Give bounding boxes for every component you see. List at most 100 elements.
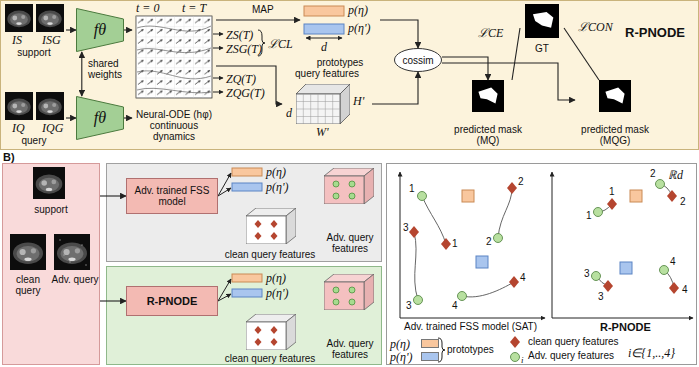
connector-arrow: [512, 28, 520, 80]
plot-axis: [552, 318, 693, 319]
trajectory: [414, 232, 418, 300]
output-arrow: [218, 188, 231, 196]
connector-arrow: [442, 63, 575, 100]
node-label: Neural-ODE (hφ) continuous dynamics: [132, 109, 216, 142]
label: ℒCL: [268, 35, 293, 52]
ode-grid: [136, 16, 212, 98]
ct-image: [59, 239, 61, 241]
label: ISG: [42, 33, 61, 48]
connector-arrow: [100, 195, 126, 196]
plot-axis: [400, 318, 545, 319]
callout-number: 4: [520, 272, 526, 283]
node-label: query features: [282, 68, 372, 79]
clean-feature-diamond: [441, 238, 451, 250]
label: ZQ(T): [226, 72, 256, 87]
edge-label: shared weights: [88, 58, 128, 80]
node-label: clean query features: [218, 353, 322, 364]
output-arrow: [218, 294, 231, 301]
prototype-square: [462, 190, 474, 202]
callout-number: 2: [486, 236, 492, 247]
output-arrow: [213, 48, 223, 49]
output-arrow: [213, 78, 223, 79]
connector-arrow: [124, 117, 132, 118]
legend-swatch: [421, 339, 439, 348]
label: t = T: [182, 1, 206, 16]
brace: [438, 338, 445, 362]
ct-image: [10, 167, 90, 270]
connector-arrow: [216, 19, 300, 20]
adv-feature-circle: [414, 296, 423, 305]
mask-image: [599, 80, 631, 112]
node-label: GT: [520, 43, 564, 54]
label: H': [353, 94, 364, 109]
prototype-bar: [232, 289, 262, 297]
prototype-square: [462, 190, 642, 274]
callout-number: 3: [403, 222, 409, 233]
connector-arrow: [81, 52, 82, 96]
ct-image: [69, 261, 71, 263]
connector-arrow: [216, 66, 282, 104]
legend-text: p(η'): [390, 350, 413, 365]
ode-grid: [137, 26, 211, 93]
encoder-trapezoid: fθ: [76, 8, 124, 52]
node-label: prototypes: [300, 57, 380, 68]
image-group: support: [2, 2, 66, 58]
label: B): [3, 151, 15, 163]
label: p(η): [266, 165, 286, 180]
prototype-bar: [304, 6, 344, 38]
encoder-trapezoid: [77, 9, 124, 52]
callout-number: 3: [584, 268, 590, 279]
node-label: predicted mask (MQG): [575, 124, 655, 146]
callout-number: 4: [682, 284, 688, 295]
feature-group: clean query features: [218, 206, 322, 260]
adv-feature-circle: [592, 272, 601, 281]
panel-b-ground: [2, 163, 697, 365]
cossim-ellipse: [395, 49, 442, 72]
plot-axis: [552, 172, 553, 318]
ct-image: [5, 4, 33, 32]
adv-feature-circle: [494, 234, 503, 243]
edge-label: ℒCON: [578, 18, 613, 35]
prototype-square: [476, 256, 488, 268]
label: R-PNODE: [600, 321, 651, 333]
node-label: query: [2, 135, 66, 146]
model-box: R-PNODE: [126, 286, 218, 316]
label: ℝd: [668, 166, 683, 183]
clean-feature-diamond: [507, 182, 517, 194]
clean-feature-diamond: [509, 276, 519, 288]
ct-image: [81, 244, 83, 246]
prototype-bar: [232, 168, 262, 176]
label: IQG: [42, 121, 63, 136]
node-label: Adv. query features: [318, 338, 382, 360]
connector-arrow: [66, 29, 76, 30]
output-arrow: [213, 34, 223, 92]
adv-feature-circle: [656, 180, 665, 189]
trajectory: [422, 196, 446, 244]
mask-image: [472, 4, 631, 112]
node-label: support: [27, 204, 75, 215]
adv-feature-circle: [418, 192, 427, 201]
clean-feature-diamond: [603, 280, 613, 292]
label: ZQG(T): [226, 86, 265, 101]
prototype-bar: [232, 274, 262, 282]
label: p(η'): [266, 286, 289, 301]
label: ZS(T): [226, 28, 253, 43]
node-label: support: [2, 47, 66, 58]
callout-number: 3: [406, 300, 412, 311]
panel-b-ground: [2, 163, 100, 365]
ct-image: [5, 92, 33, 120]
node-label: R-PNODE: [613, 25, 697, 40]
ct-image: [63, 254, 65, 256]
plot-axis: [400, 172, 693, 318]
prototype-square: [630, 190, 642, 202]
callout-number: 2: [680, 196, 686, 207]
node-label: fθ: [76, 109, 124, 127]
label: IQ: [12, 121, 25, 136]
callout-number: 4: [670, 256, 676, 267]
clean-feature-diamond: [607, 198, 617, 210]
panel-b-ground: [107, 164, 382, 262]
ct-image: [54, 234, 90, 270]
output-arrow: [213, 92, 223, 93]
prototype-bar: [232, 183, 262, 191]
prototype-square: [620, 262, 632, 274]
